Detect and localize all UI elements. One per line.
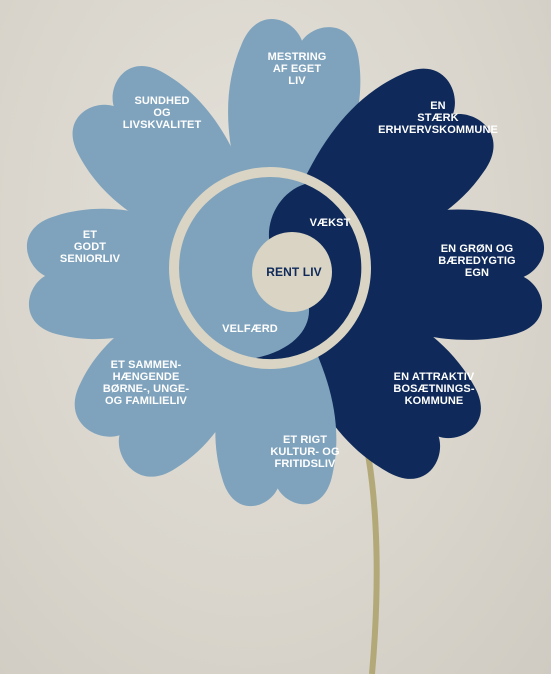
- dark-half-label: VÆKST: [310, 217, 351, 229]
- center-circle: [252, 232, 332, 312]
- petal-label-line: SUNDHED: [134, 95, 189, 107]
- petal-label-line: EN GRØN OG: [441, 243, 514, 255]
- petal-label-line: GODT: [74, 241, 106, 253]
- petal-label-line: KOMMUNE: [405, 395, 464, 407]
- petal-label-line: AF EGET: [273, 63, 322, 75]
- petal-label-line: BØRNE-, UNGE-: [103, 383, 189, 395]
- petal-label-line: HÆNGENDE: [113, 371, 180, 383]
- petal-label-line: KULTUR- OG: [270, 446, 339, 458]
- petal-label-line: MESTRING: [268, 51, 327, 63]
- light-half-label: VELFÆRD: [222, 323, 278, 335]
- petal-label-line: OG FAMILIELIV: [105, 395, 188, 407]
- petal-label-line: ET RIGT: [283, 434, 327, 446]
- petal-label-line: EGN: [465, 267, 489, 279]
- petal-label-line: EN ATTRAKTIV: [394, 371, 475, 383]
- petal-label-line: LIV: [288, 75, 306, 87]
- petal-label-line: BÆREDYGTIG: [438, 255, 515, 267]
- petal-label-line: ET SAMMEN-: [111, 359, 182, 371]
- petal-label-line: LIVSKVALITET: [123, 119, 202, 131]
- petal-label-line: EN: [430, 100, 445, 112]
- petal-label-line: OG: [153, 107, 170, 119]
- petal-label-line: BOSÆTNINGS-: [393, 383, 474, 395]
- petal-label-line: ERHVERVSKOMMUNE: [378, 124, 498, 136]
- petal-label-line: FRITIDSLIV: [275, 458, 336, 470]
- petal-label-line: ET: [83, 229, 97, 241]
- center-label: RENT LIV: [266, 265, 321, 279]
- petal-label-line: STÆRK: [417, 112, 458, 124]
- petal-label-line: SENIORLIV: [60, 253, 121, 265]
